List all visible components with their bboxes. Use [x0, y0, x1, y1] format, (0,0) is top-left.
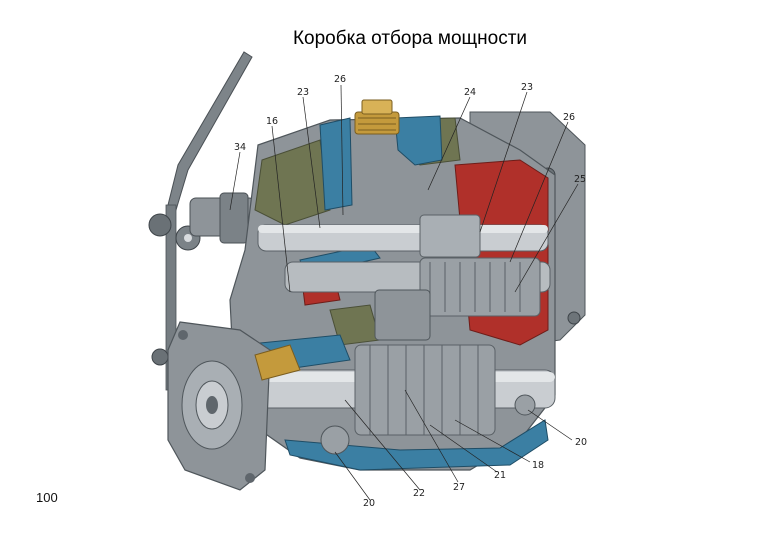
slide-title: Коробка отбора мощности: [292, 28, 528, 49]
upper-shaft: [257, 214, 549, 258]
callout-21: 21: [494, 470, 506, 481]
callout-23-top-left: 23: [297, 87, 309, 98]
callout-16: 16: [266, 116, 278, 127]
callout-20-right: 20: [575, 437, 587, 448]
callout-labels: 26 23 24 23 16 34 26 25 20 18 21 27 22 2…: [234, 74, 587, 509]
output-flange: [167, 321, 301, 491]
filler-plug: [354, 99, 400, 135]
output-shaft: [204, 344, 556, 455]
callout-27: 27: [453, 482, 465, 493]
page-number: 100: [36, 490, 58, 505]
callout-26-top: 26: [334, 74, 346, 85]
callout-leader-lines: [229, 84, 579, 501]
callout-23-top-right: 23: [521, 82, 533, 93]
callout-22: 22: [413, 488, 425, 499]
callout-20-bottom: 20: [363, 498, 375, 509]
callout-18: 18: [532, 460, 544, 471]
callout-26-right: 26: [563, 112, 575, 123]
callout-24: 24: [464, 87, 476, 98]
callout-25: 25: [574, 174, 586, 185]
shift-lever: [148, 51, 256, 391]
callout-34: 34: [234, 142, 246, 153]
middle-shaft-gears: [284, 257, 551, 341]
